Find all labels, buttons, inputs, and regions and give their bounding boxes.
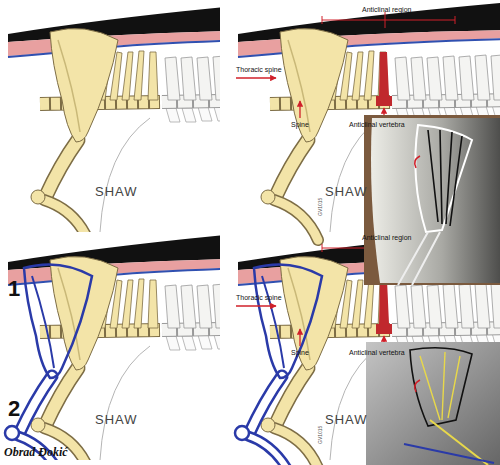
figure-code: GV1015 — [318, 198, 323, 216]
artist-signature: SHAW — [325, 185, 368, 198]
anatomy-label: Spine — [291, 121, 309, 128]
xray-inset — [364, 115, 500, 285]
artist-signature: SHAW — [325, 413, 368, 426]
figure-code: GV1015 — [318, 426, 323, 444]
dog-skeleton — [5, 230, 220, 460]
xray-inset — [366, 342, 500, 465]
anatomy-label: Anticlinal vertebra — [349, 349, 405, 356]
artist-signature: SHAW — [95, 413, 138, 426]
panel-number: 1 — [8, 278, 20, 300]
author-credit: Obrad Đokić — [4, 446, 68, 458]
panel-number: 2 — [8, 398, 20, 420]
anatomy-label: Thoracic spine — [236, 294, 282, 301]
dog-skeleton — [8, 2, 220, 232]
anatomy-label: Anticlinal vertebra — [349, 121, 405, 128]
anatomy-label: Spine — [291, 349, 309, 356]
anatomy-label: Anticlinal region — [362, 234, 411, 241]
anatomy-label: Thoracic spine — [236, 66, 282, 73]
artist-signature: SHAW — [95, 185, 138, 198]
anatomy-label: Anticlinal region — [362, 6, 411, 13]
